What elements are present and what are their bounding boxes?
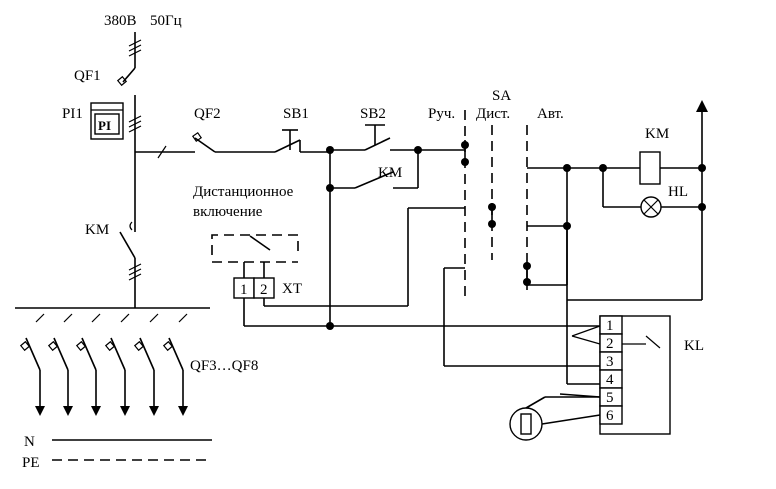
feeder-breaker [104,313,130,416]
sb1-label: SB1 [283,106,309,122]
kl-terminal-6: 6 [606,408,614,424]
kl-terminal-2: 2 [606,336,614,352]
xt-terminal-1: 1 [240,282,248,298]
feeder-breaker [19,313,45,416]
qf1-label: QF1 [74,68,101,84]
auto-label: Авт. [537,106,564,122]
kl-terminal-4: 4 [606,372,614,388]
km-hold-label: KM [378,165,402,181]
feeder-breaker [162,313,188,416]
pi-device-label: PI [98,118,111,133]
n-label: N [24,434,35,450]
remote-start-line1: Дистанционное [193,184,294,200]
pi1-label: PI1 [62,106,83,122]
xt-terminal-block: 1 2 [233,277,275,299]
feeder-breaker [133,313,159,416]
kl-terminal-3: 3 [606,354,614,370]
feeder-breakers [19,313,188,416]
kl-terminal-5: 5 [606,390,614,406]
sa-label: SA [492,88,511,104]
supply-frequency: 50Гц [150,13,182,29]
main-power-line [116,32,142,308]
pe-label: PE [22,455,40,471]
manual-label: Руч. [428,106,455,122]
remote-mode-label: Дист. [476,106,510,122]
junctions [326,141,706,330]
control-circuit [135,100,708,441]
feeder-breaker [75,313,101,416]
kl-label: KL [684,338,704,354]
km-main-label: KM [85,222,109,238]
pi1-meter: PI [90,102,124,140]
qf2-label: QF2 [194,106,221,122]
xt-terminal-2: 2 [260,282,268,298]
qf-range-label: QF3…QF8 [190,358,258,374]
kl-terminal-1: 1 [606,318,614,334]
kl-terminals: 1 2 3 4 5 6 [606,318,614,424]
supply-voltage: 380В [104,13,137,29]
hl-label: HL [668,184,688,200]
remote-start-line2: включение [193,204,263,220]
sb2-label: SB2 [360,106,386,122]
xt-label: XT [282,281,302,297]
km-coil-label: KM [645,126,669,142]
feeder-breaker [47,313,73,416]
